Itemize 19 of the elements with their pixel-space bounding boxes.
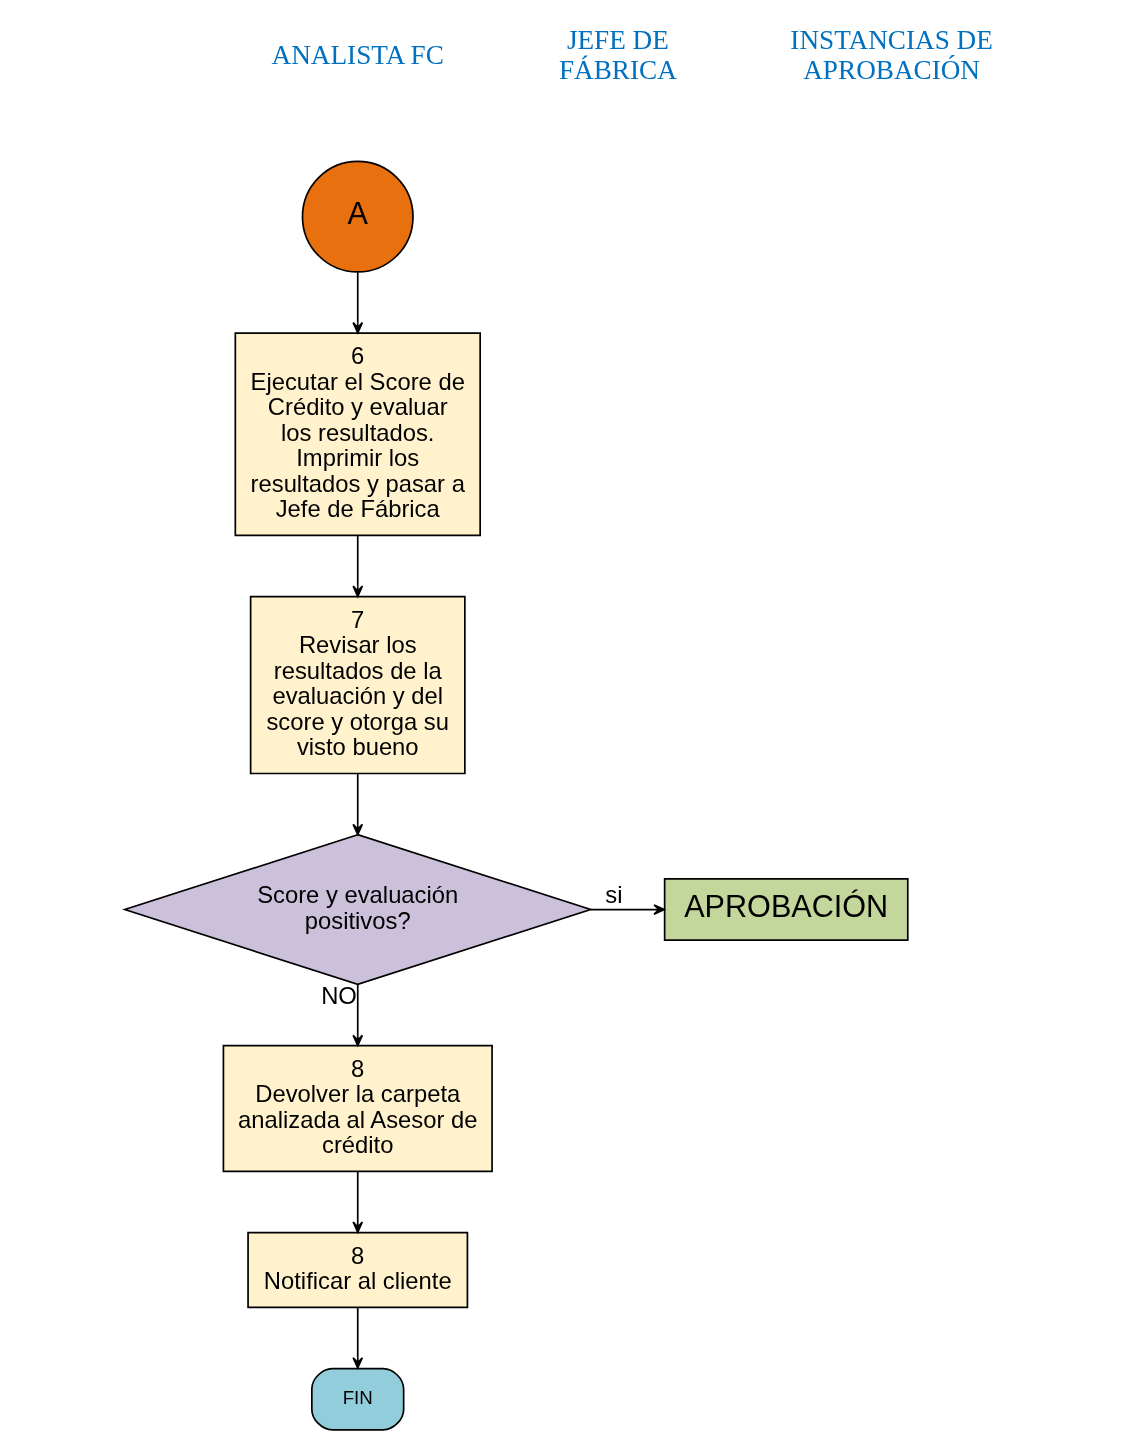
label: JEFE DE FÁBRICA — [558, 24, 677, 86]
node-box: 8 Devolver la carpeta analizada al Asesor de crédito — [222, 1044, 493, 1173]
node-box: 6 Ejecutar el Score de Crédito y evaluar los resultados. Imprimir los resultados y pasar a Jefe de Fábrica — [233, 332, 481, 537]
arrow — [351, 983, 363, 1047]
arrow — [589, 904, 665, 915]
arrow — [351, 772, 363, 836]
arrow — [351, 1170, 363, 1234]
label: ANALISTA FC — [271, 40, 444, 71]
node-box: FIN — [310, 1367, 404, 1431]
node-diamond: Score y evaluación positivos? — [121, 833, 593, 986]
edge-label: si — [604, 881, 623, 909]
arrow — [351, 534, 363, 598]
node-box: APROBACIÓN — [663, 878, 909, 941]
node-circle: A — [301, 160, 414, 273]
node-box: 7 Revisar los resultados de la evaluación y del score y otorga su visto bueno — [249, 595, 466, 775]
arrow — [351, 1307, 363, 1369]
arrow — [351, 271, 363, 334]
node-box: 8 Notificar al cliente — [246, 1231, 468, 1309]
label: INSTANCIAS DE APROBACIÓN — [789, 24, 993, 86]
